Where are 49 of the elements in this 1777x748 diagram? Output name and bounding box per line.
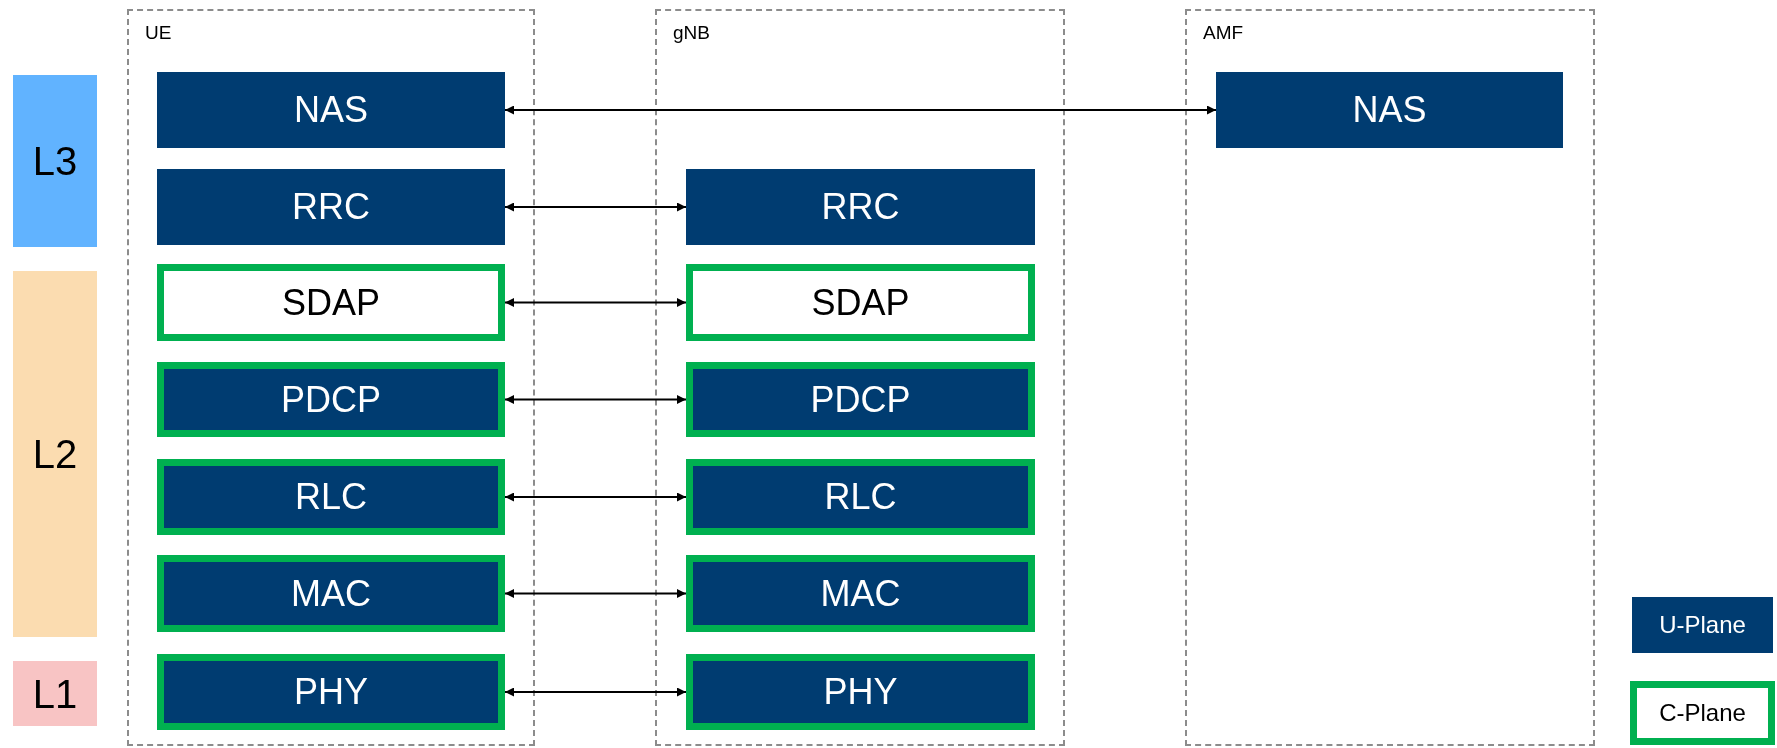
protocol-label: NAS	[1352, 92, 1427, 128]
double-arrow	[504, 589, 687, 598]
protocol-label: SDAP	[811, 284, 910, 321]
layer-band	[13, 661, 97, 726]
protocol-label: SDAP	[281, 284, 380, 321]
protocol-box	[157, 362, 505, 437]
double-arrow	[504, 105, 1217, 115]
protocol-box	[157, 72, 505, 148]
protocol-label: MAC	[291, 575, 371, 612]
protocol-box	[686, 362, 1035, 437]
protocol-box	[686, 654, 1035, 730]
double-arrow	[504, 202, 687, 212]
protocol-box	[157, 459, 505, 535]
protocol-label: RLC	[295, 479, 367, 515]
legend-swatch: U-Plane	[1632, 597, 1773, 653]
protocol-box	[686, 555, 1035, 632]
protocol-box	[1216, 72, 1563, 148]
double-arrow	[504, 395, 687, 404]
entity-label: gNB	[673, 23, 710, 42]
protocol-box	[157, 555, 505, 632]
double-arrow	[504, 492, 687, 502]
protocol-box	[686, 264, 1035, 341]
layer-label: L3	[32, 141, 78, 181]
protocol-label: PDCP	[281, 381, 381, 418]
protocol-label: NAS	[294, 92, 368, 128]
layer-label: L2	[32, 434, 78, 474]
legend-swatch: C-Plane	[1630, 681, 1775, 745]
layer-label: L1	[32, 673, 78, 714]
protocol-label: MAC	[820, 575, 901, 612]
double-arrow	[504, 298, 687, 307]
protocol-box	[157, 169, 505, 245]
protocol-label: PHY	[294, 674, 368, 710]
protocol-label: RRC	[292, 189, 370, 225]
entity-container	[1185, 9, 1595, 746]
protocol-label: RRC	[821, 189, 900, 225]
entity-label: UE	[145, 23, 172, 42]
protocol-label: PDCP	[810, 381, 911, 418]
protocol-label: RLC	[824, 479, 897, 515]
entity-container	[127, 9, 535, 746]
protocol-box	[157, 654, 505, 730]
protocol-label: PHY	[823, 674, 898, 710]
layer-band	[13, 75, 97, 247]
entity-label: AMF	[1203, 23, 1244, 42]
protocol-box	[686, 169, 1035, 245]
entity-container	[655, 9, 1065, 746]
protocol-box	[157, 264, 505, 341]
layer-band	[13, 271, 97, 637]
double-arrow	[504, 687, 687, 697]
protocol-box	[686, 459, 1035, 535]
